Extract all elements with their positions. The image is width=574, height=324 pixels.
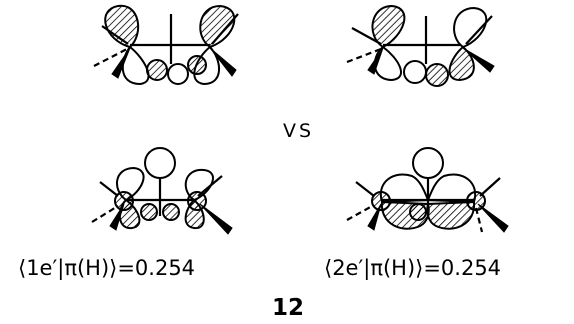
orbital-top-left — [93, 4, 239, 86]
vs-label: VS — [283, 120, 314, 142]
compound-number: 12 — [272, 295, 304, 321]
overlap-label-2e: ⟨2e′|π(H)⟩=0.254 — [324, 256, 501, 281]
orbital-top-right — [346, 4, 495, 87]
overlap-label-1e: ⟨1e′|π(H)⟩=0.254 — [18, 256, 195, 281]
orbital-bottom-left — [91, 147, 233, 235]
orbital-bottom-right — [346, 147, 509, 233]
